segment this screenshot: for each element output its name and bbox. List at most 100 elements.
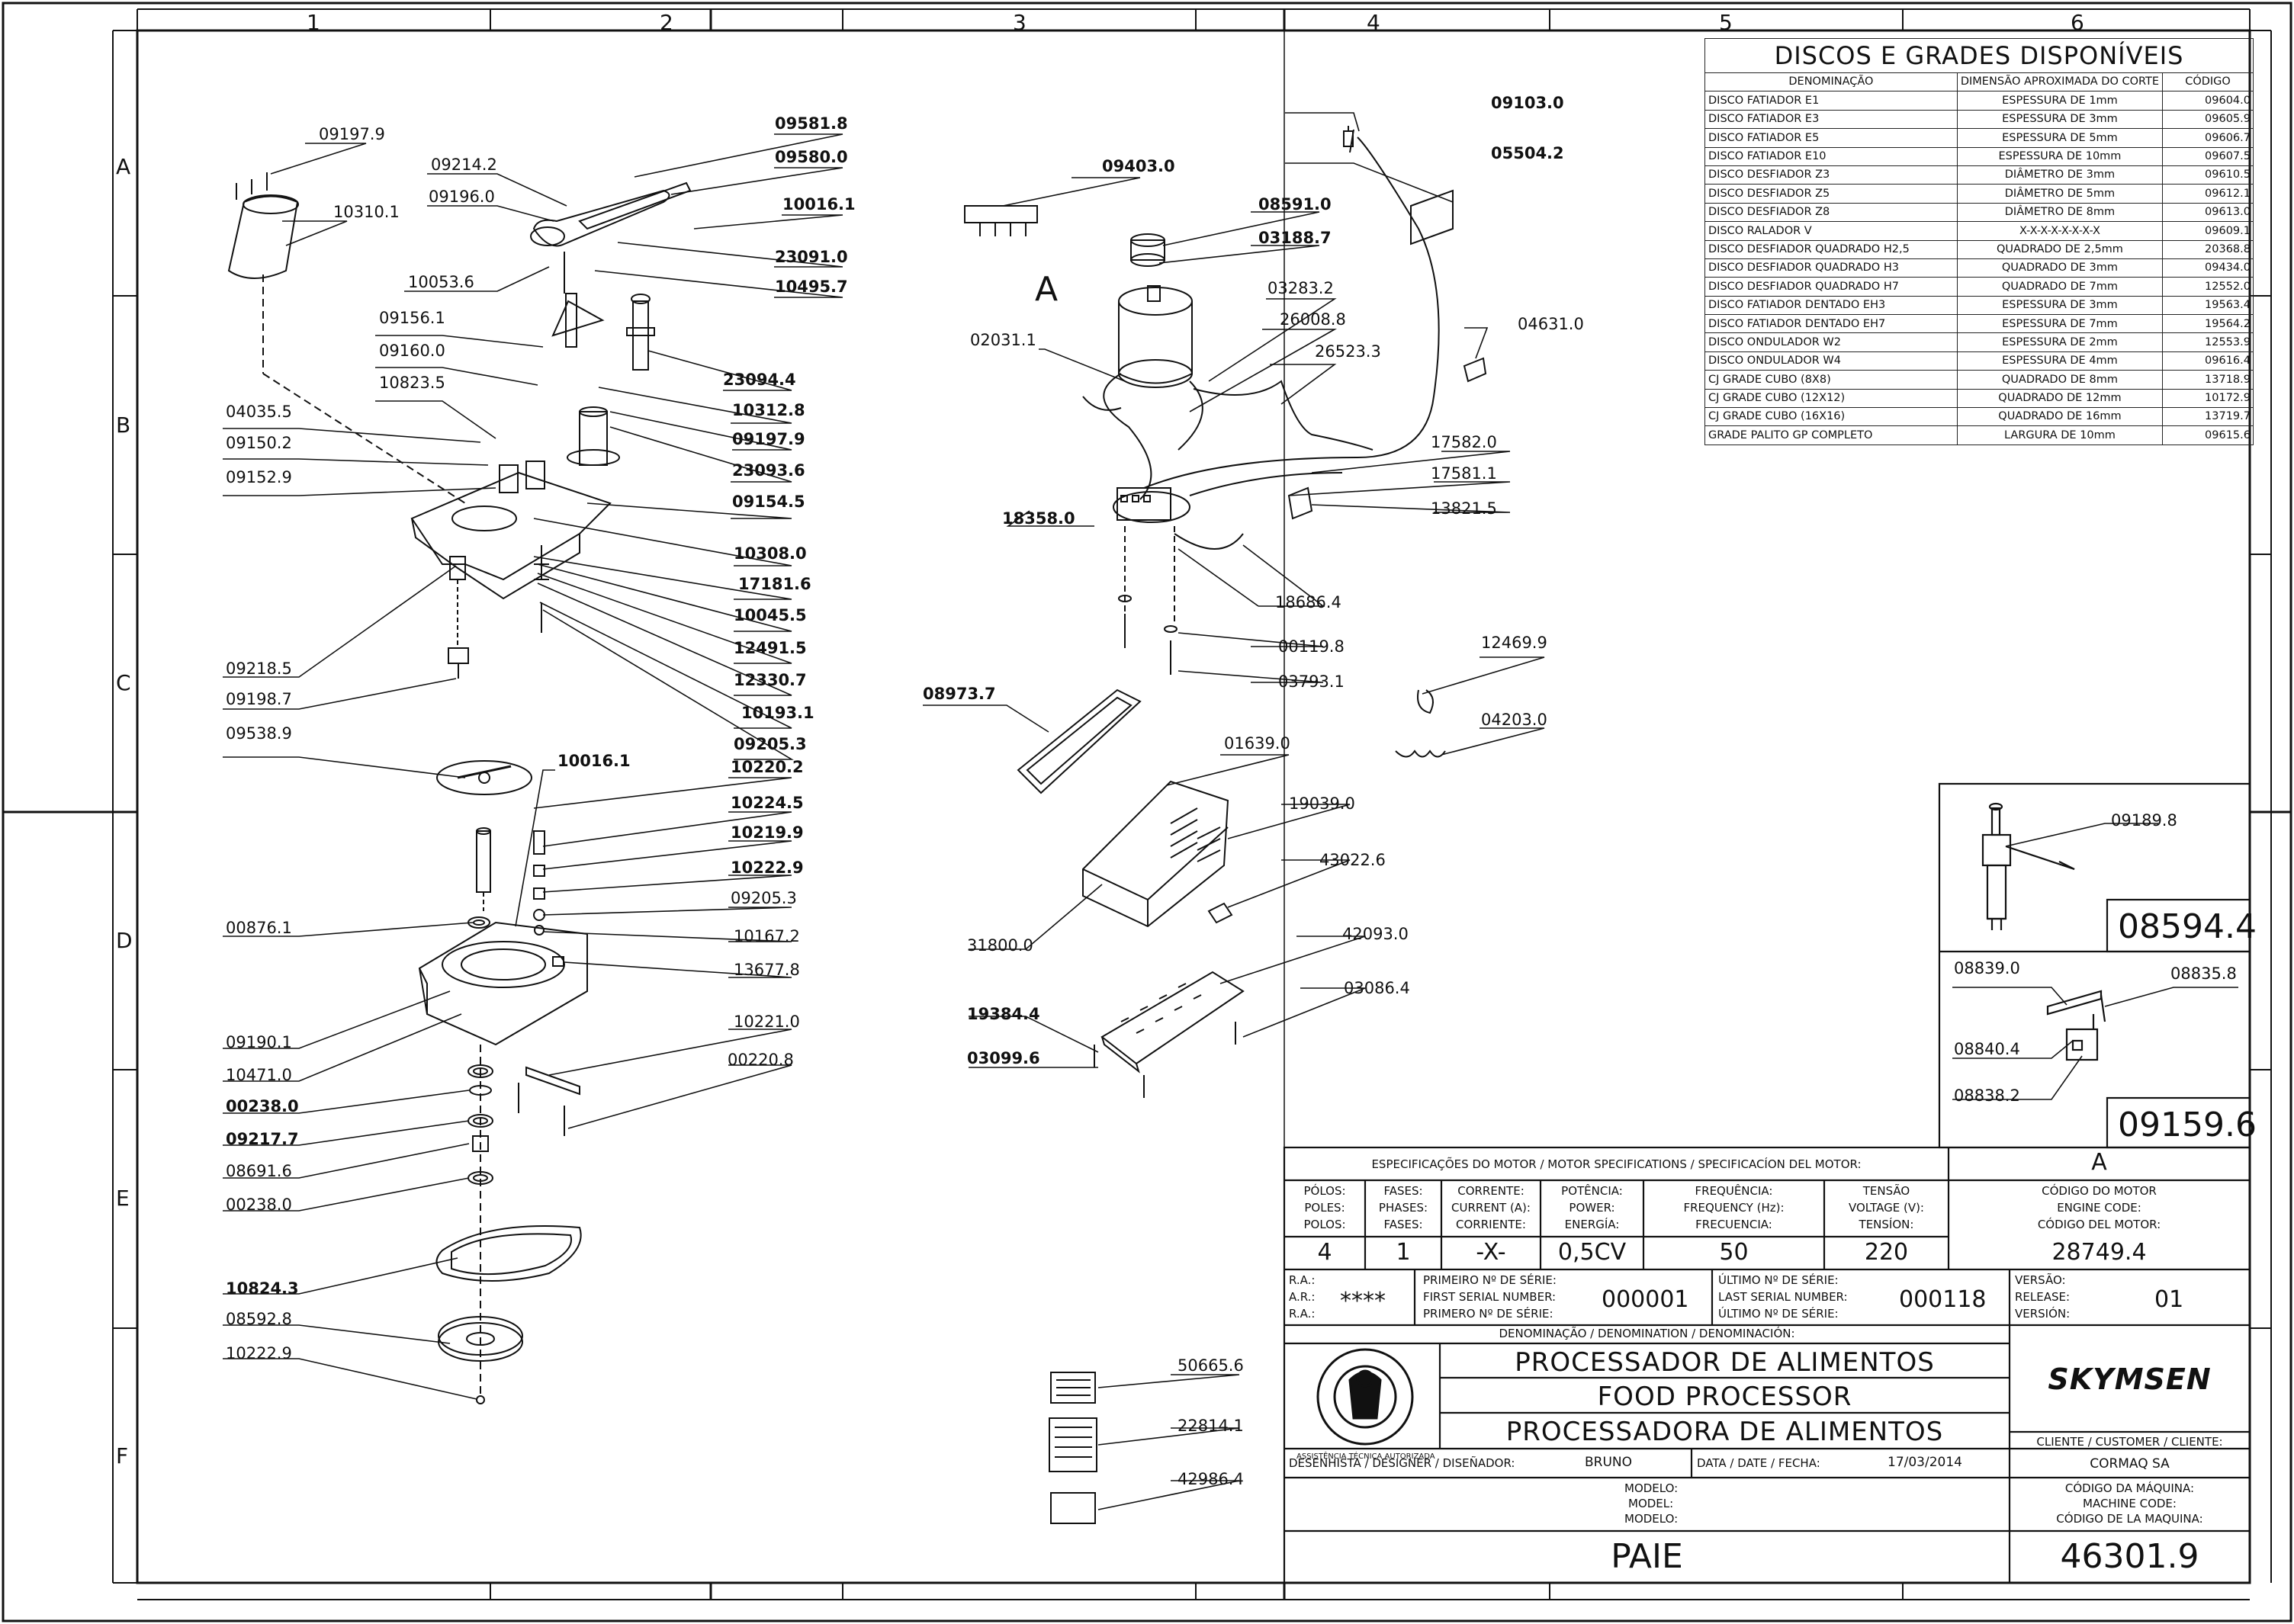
- val-poles: 4: [1317, 1239, 1332, 1266]
- disc-cut-cell: QUADRADO DE 8mm: [1956, 370, 2164, 390]
- part-label: 26008.8: [1280, 310, 1346, 329]
- ra-value: ****: [1340, 1288, 1386, 1314]
- part-label: 23091.0: [775, 248, 848, 266]
- disc-code-cell: 09613.0: [2162, 202, 2254, 223]
- col-volt-es: TENSÍON:: [1859, 1218, 1914, 1231]
- part-label: 50665.6: [1178, 1356, 1244, 1375]
- part-label: 23093.6: [732, 461, 805, 480]
- discs-table-title: DISCOS E GRADES DISPONÍVEIS: [1704, 38, 2254, 73]
- grid-col-5: 5: [1719, 10, 1733, 35]
- part-label: 10222.9: [226, 1344, 292, 1362]
- part-label: 12491.5: [734, 639, 807, 657]
- part-label: 42093.0: [1342, 925, 1409, 943]
- part-label: 08840.4: [1954, 1040, 2020, 1058]
- part-label: 10053.6: [408, 273, 474, 291]
- disc-cut-cell: ESPESSURA DE 3mm: [1956, 109, 2164, 130]
- disc-cut-cell: X-X-X-X-X-X-X-X: [1956, 221, 2164, 241]
- col-volt-pt: TENSÃO: [1862, 1184, 1910, 1198]
- col-freq-es: FRECUENCIA:: [1695, 1218, 1772, 1231]
- customer-label: CLIENTE / CUSTOMER / CLIENTE:: [2036, 1435, 2223, 1449]
- disc-code-cell: 20368.8: [2162, 239, 2254, 259]
- part-label: 09154.5: [732, 493, 805, 511]
- disc-code-cell: 09606.7: [2162, 128, 2254, 148]
- part-label: 10045.5: [734, 606, 807, 624]
- grid-col-4: 4: [1367, 10, 1380, 35]
- part-label: 00238.0: [226, 1196, 292, 1214]
- disc-name-cell: DISCO RALADOR V: [1704, 221, 1958, 241]
- disc-name-cell: DISCO FATIADOR DENTADO EH7: [1704, 314, 1958, 334]
- val-volt: 220: [1864, 1239, 1909, 1266]
- part-label: 10471.0: [226, 1066, 292, 1084]
- col-poles-pt: PÓLOS:: [1303, 1184, 1346, 1198]
- date-label: DATA / DATE / FECHA:: [1697, 1456, 1820, 1470]
- disc-name-cell: CJ GRADE CUBO (16X16): [1704, 407, 1958, 427]
- discs-table-header: DIMENSÃO APROXIMADA DO CORTE: [1956, 72, 2164, 92]
- val-freq: 50: [1719, 1239, 1749, 1266]
- part-label: 12469.9: [1481, 634, 1547, 652]
- disc-cut-cell: QUADRADO DE 2,5mm: [1956, 239, 2164, 259]
- part-label: 10167.2: [734, 927, 800, 945]
- part-label: 09150.2: [226, 434, 292, 452]
- part-label: 09205.3: [731, 889, 797, 907]
- part-label: 03099.6: [967, 1049, 1040, 1067]
- detail-code: 08594.4: [2118, 907, 2257, 946]
- part-label: 10224.5: [731, 794, 804, 812]
- disc-cut-cell: QUADRADO DE 12mm: [1956, 388, 2164, 409]
- machine-code-value: 46301.9: [2060, 1537, 2199, 1576]
- disc-cut-cell: QUADRADO DE 16mm: [1956, 407, 2164, 427]
- col-freq-pt: FREQUÊNCIA:: [1695, 1184, 1773, 1198]
- col-motor-code-en: ENGINE CODE:: [2057, 1201, 2141, 1215]
- grid-col-6: 6: [2071, 10, 2084, 35]
- col-power-es: ENERGÍA:: [1564, 1218, 1620, 1231]
- grid-col-3: 3: [1013, 10, 1027, 35]
- val-phases: 1: [1396, 1239, 1411, 1266]
- customer-value: CORMAQ SA: [2090, 1456, 2170, 1472]
- part-label: 09217.7: [226, 1130, 299, 1148]
- part-label: 08838.2: [1954, 1086, 2020, 1105]
- part-label: 17181.6: [738, 575, 811, 593]
- disc-name-cell: DISCO FATIADOR E3: [1704, 109, 1958, 130]
- part-label: 23094.4: [723, 371, 796, 389]
- val-motor-code: 28749.4: [2051, 1239, 2147, 1266]
- part-label: 03188.7: [1258, 229, 1332, 247]
- val-current: -X-: [1476, 1239, 1506, 1266]
- part-label: 08835.8: [2170, 964, 2237, 983]
- disc-cut-cell: QUADRADO DE 7mm: [1956, 277, 2164, 297]
- val-power: 0,5CV: [1557, 1239, 1627, 1266]
- part-label: 10308.0: [734, 544, 807, 563]
- part-label: 31800.0: [967, 936, 1033, 955]
- col-phases-en: PHASES:: [1378, 1201, 1428, 1215]
- first-serial-value: 000001: [1602, 1286, 1689, 1313]
- motor-letter: A: [2091, 1149, 2107, 1176]
- part-label: 42986.4: [1178, 1470, 1244, 1488]
- motor-spec-header: ESPECIFICAÇÕES DO MOTOR / MOTOR SPECIFIC…: [1371, 1157, 1862, 1171]
- disc-cut-cell: ESPESSURA DE 7mm: [1956, 314, 2164, 334]
- disc-code-cell: 09604.0: [2162, 91, 2254, 111]
- ra-label: A.R.:: [1289, 1290, 1316, 1304]
- disc-name-cell: DISCO FATIADOR E10: [1704, 146, 1958, 166]
- disc-code-cell: 09609.1: [2162, 221, 2254, 241]
- col-volt-en: VOLTAGE (V):: [1849, 1201, 1924, 1215]
- part-label: 10219.9: [731, 823, 804, 842]
- part-label: 04631.0: [1518, 315, 1584, 333]
- part-label: 10221.0: [734, 1013, 800, 1031]
- designer-value: BRUNO: [1585, 1455, 1633, 1470]
- model-label: MODELO:: [1624, 1481, 1679, 1495]
- part-label: 02031.1: [970, 331, 1036, 349]
- part-label: 09403.0: [1102, 157, 1175, 175]
- part-label: 19384.4: [967, 1005, 1040, 1023]
- col-power-en: POWER:: [1569, 1201, 1615, 1215]
- disc-name-cell: GRADE PALITO GP COMPLETO: [1704, 425, 1958, 445]
- part-label: 09103.0: [1491, 94, 1564, 112]
- disc-name-cell: DISCO ONDULADOR W2: [1704, 332, 1958, 352]
- part-label: 09205.3: [734, 735, 807, 753]
- col-phases-es: FASES:: [1383, 1218, 1423, 1231]
